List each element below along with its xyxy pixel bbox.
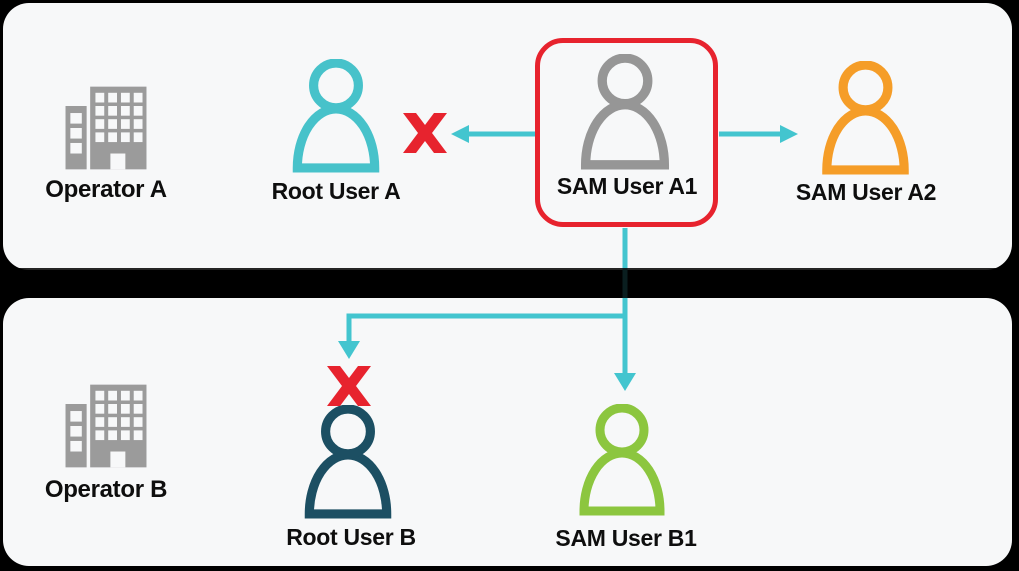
person-icon xyxy=(572,54,678,170)
root-user-a-label: Root User A xyxy=(271,178,401,204)
operator-b-label: Operator B xyxy=(44,476,168,503)
building-icon xyxy=(62,86,150,170)
panel-gap-band xyxy=(0,268,1019,298)
sam-user-a1-highlight-box xyxy=(535,38,718,227)
person-icon xyxy=(814,61,917,175)
person-icon xyxy=(285,59,387,173)
operator-a-panel xyxy=(3,3,1012,270)
blocked-x-icon xyxy=(403,113,447,153)
operator-b-panel xyxy=(3,298,1012,566)
operator-a-label: Operator A xyxy=(45,176,167,203)
blocked-x-icon xyxy=(327,366,371,406)
building-icon xyxy=(62,384,150,468)
sam-user-a2-label: SAM User A2 xyxy=(795,179,937,205)
sam-user-a1-label: SAM User A1 xyxy=(556,173,698,199)
root-user-b-label: Root User B xyxy=(286,524,416,550)
sam-user-b1-label: SAM User B1 xyxy=(555,525,697,551)
person-icon xyxy=(297,405,399,519)
person-icon xyxy=(571,404,673,516)
